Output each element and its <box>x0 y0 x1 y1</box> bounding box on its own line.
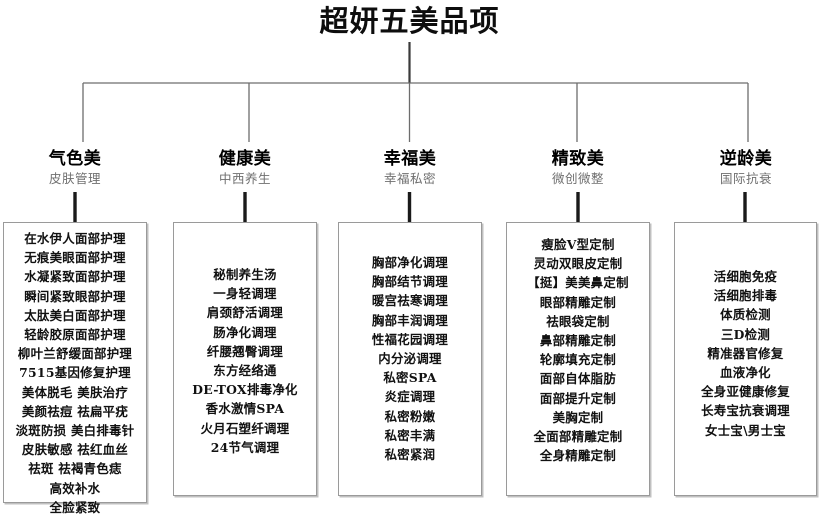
list-item[interactable]: 火月石塑纤调理 <box>200 420 290 436</box>
list-item[interactable]: 肩颈舒活调理 <box>206 305 284 321</box>
list-item[interactable]: 祛斑 祛褐青色痣 <box>28 461 122 477</box>
list-item[interactable]: 长寿宝抗衰调理 <box>701 403 790 419</box>
item-list-qisemei: 在水伊人面部护理无痕美眼面部护理水凝紧致面部护理瞬间紧致眼部护理太肽美白面部护理… <box>4 223 146 517</box>
org-chart-root: 超妍五美品项 气色美 皮肤管理 在水伊人面部护理无痕美眼面部护理水凝紧致面部护理… <box>2 4 819 515</box>
list-item[interactable]: 暖宫祛寒调理 <box>371 293 449 309</box>
list-item[interactable]: 全面部精雕定制 <box>533 429 623 445</box>
list-item[interactable]: 祛眼袋定制 <box>546 313 610 329</box>
column-box-xingfumei[interactable]: 胸部净化调理胸部结节调理暖宫祛寒调理胸部丰润调理性福花园调理内分泌调理私密SPA… <box>338 222 482 496</box>
list-item[interactable]: 炎症调理 <box>384 389 436 405</box>
item-list-xingfumei: 胸部净化调理胸部结节调理暖宫祛寒调理胸部丰润调理性福花园调理内分泌调理私密SPA… <box>339 223 481 464</box>
list-item[interactable]: 血液净化 <box>720 365 771 381</box>
list-item[interactable]: 美胸定制 <box>552 409 604 425</box>
list-item[interactable]: 轻龄胶原面部护理 <box>24 327 126 343</box>
list-item[interactable]: 无痕美眼面部护理 <box>24 250 126 266</box>
list-item[interactable]: 【挺】美美鼻定制 <box>527 275 629 291</box>
column-title: 气色美 <box>48 149 102 169</box>
list-item[interactable]: 女士宝\男士宝 <box>705 422 786 438</box>
column-header-jingzhimei[interactable]: 精致美 微创微整 <box>505 148 651 188</box>
column-box-jingzhimei[interactable]: 瘦脸V型定制灵动双眼皮定制【挺】美美鼻定制眼部精雕定制祛眼袋定制鼻部精雕定制轮廓… <box>506 222 650 496</box>
list-item[interactable]: 灵动双眼皮定制 <box>533 256 623 272</box>
list-item[interactable]: 东方经络通 <box>213 363 277 379</box>
list-item[interactable]: 太肽美白面部护理 <box>24 307 126 323</box>
page-title: 超妍五美品项 <box>319 4 500 38</box>
list-item[interactable]: DE-TOX排毒净化 <box>192 382 298 398</box>
list-item[interactable]: 秘制养生汤 <box>213 267 277 282</box>
column-header-xingfumei[interactable]: 幸福美 幸福私密 <box>337 148 483 188</box>
column-title: 健康美 <box>218 149 272 169</box>
list-item[interactable]: 私密粉嫩 <box>384 408 436 424</box>
list-item[interactable]: 美体脱毛 美肤治疗 <box>21 384 129 400</box>
column-subtitle: 幸福私密 <box>383 171 436 186</box>
list-item[interactable]: 纤腰翘臀调理 <box>206 343 284 359</box>
list-item[interactable]: 三D检测 <box>720 326 771 342</box>
list-item[interactable]: 胸部结节调理 <box>371 274 449 290</box>
column-subtitle: 国际抗衰 <box>719 171 772 186</box>
list-item[interactable]: 精准器官修复 <box>707 345 784 361</box>
list-item[interactable]: 性福花园调理 <box>371 331 449 347</box>
list-item[interactable]: 香水激情SPA <box>205 401 285 417</box>
list-item[interactable]: 胸部净化调理 <box>371 255 449 270</box>
column-title: 幸福美 <box>383 149 437 169</box>
list-item[interactable]: 全脸紧致 <box>49 499 101 515</box>
list-item[interactable]: 一身轻调理 <box>213 286 277 302</box>
column-header-jiankangmei[interactable]: 健康美 中西养生 <box>172 148 318 188</box>
list-item[interactable]: 肠净化调理 <box>213 324 277 340</box>
list-item[interactable]: 美颜祛痘 祛扁平疣 <box>21 403 129 419</box>
column-title: 逆龄美 <box>719 149 773 169</box>
list-item[interactable]: 瞬间紧致眼部护理 <box>24 288 126 304</box>
list-item[interactable]: 全身亚健康修复 <box>701 384 790 400</box>
list-item[interactable]: 24节气调理 <box>210 439 280 455</box>
list-item[interactable]: 鼻部精雕定制 <box>539 333 617 349</box>
list-item[interactable]: 水凝紧致面部护理 <box>24 269 126 285</box>
list-item[interactable]: 眼部精雕定制 <box>539 294 617 310</box>
column-title: 精致美 <box>551 149 605 169</box>
column-box-jiankangmei[interactable]: 秘制养生汤一身轻调理肩颈舒活调理肠净化调理纤腰翘臀调理东方经络通 DE-TOX排毒… <box>173 222 317 496</box>
list-item[interactable]: 私密SPA <box>383 370 437 386</box>
column-header-qisemei[interactable]: 气色美 皮肤管理 <box>2 148 148 188</box>
list-item[interactable]: 内分泌调理 <box>378 351 442 367</box>
list-item[interactable]: 淡斑防损 美白排毒针 <box>15 423 135 439</box>
column-header-nilingmei[interactable]: 逆龄美 国际抗衰 <box>673 148 819 188</box>
list-item[interactable]: 面部自体脂肪 <box>539 371 617 387</box>
list-item[interactable]: 胸部丰润调理 <box>371 312 449 328</box>
item-list-jiankangmei: 秘制养生汤一身轻调理肩颈舒活调理肠净化调理纤腰翘臀调理东方经络通 DE-TOX排毒… <box>174 223 316 457</box>
item-list-nilingmei: 活细胞免疫活细胞排毒体质检测三D检测精准器官修复血液净化全身亚健康修复长寿宝抗衰… <box>675 223 816 440</box>
list-item[interactable]: 活细胞排毒 <box>713 288 778 304</box>
column-subtitle: 皮肤管理 <box>48 171 101 186</box>
column-box-qisemei[interactable]: 在水伊人面部护理无痕美眼面部护理水凝紧致面部护理瞬间紧致眼部护理太肽美白面部护理… <box>3 222 147 515</box>
list-item[interactable]: 7515基因修复护理 <box>19 365 131 381</box>
list-item[interactable]: 皮肤敏感 祛红血丝 <box>21 442 129 458</box>
list-item[interactable]: 全身精雕定制 <box>539 448 617 464</box>
column-subtitle: 微创微整 <box>551 171 604 186</box>
list-item[interactable]: 瘦脸V型定制 <box>541 237 615 252</box>
list-item[interactable]: 轮廓填充定制 <box>539 352 617 368</box>
list-item[interactable]: 私密丰满 <box>384 427 436 443</box>
list-item[interactable]: 面部提升定制 <box>539 390 617 406</box>
list-item[interactable]: 在水伊人面部护理 <box>24 231 126 246</box>
list-item[interactable]: 体质检测 <box>720 307 771 323</box>
list-item[interactable]: 活细胞免疫 <box>713 269 778 284</box>
list-item[interactable]: 柳叶兰舒缓面部护理 <box>17 346 133 362</box>
list-item[interactable]: 私密紧润 <box>384 447 436 463</box>
list-item[interactable]: 高效补水 <box>49 480 101 496</box>
item-list-jingzhimei: 瘦脸V型定制灵动双眼皮定制【挺】美美鼻定制眼部精雕定制祛眼袋定制鼻部精雕定制轮廓… <box>507 223 649 465</box>
column-subtitle: 中西养生 <box>218 171 271 186</box>
column-box-nilingmei[interactable]: 活细胞免疫活细胞排毒体质检测三D检测精准器官修复血液净化全身亚健康修复长寿宝抗衰… <box>674 222 817 496</box>
